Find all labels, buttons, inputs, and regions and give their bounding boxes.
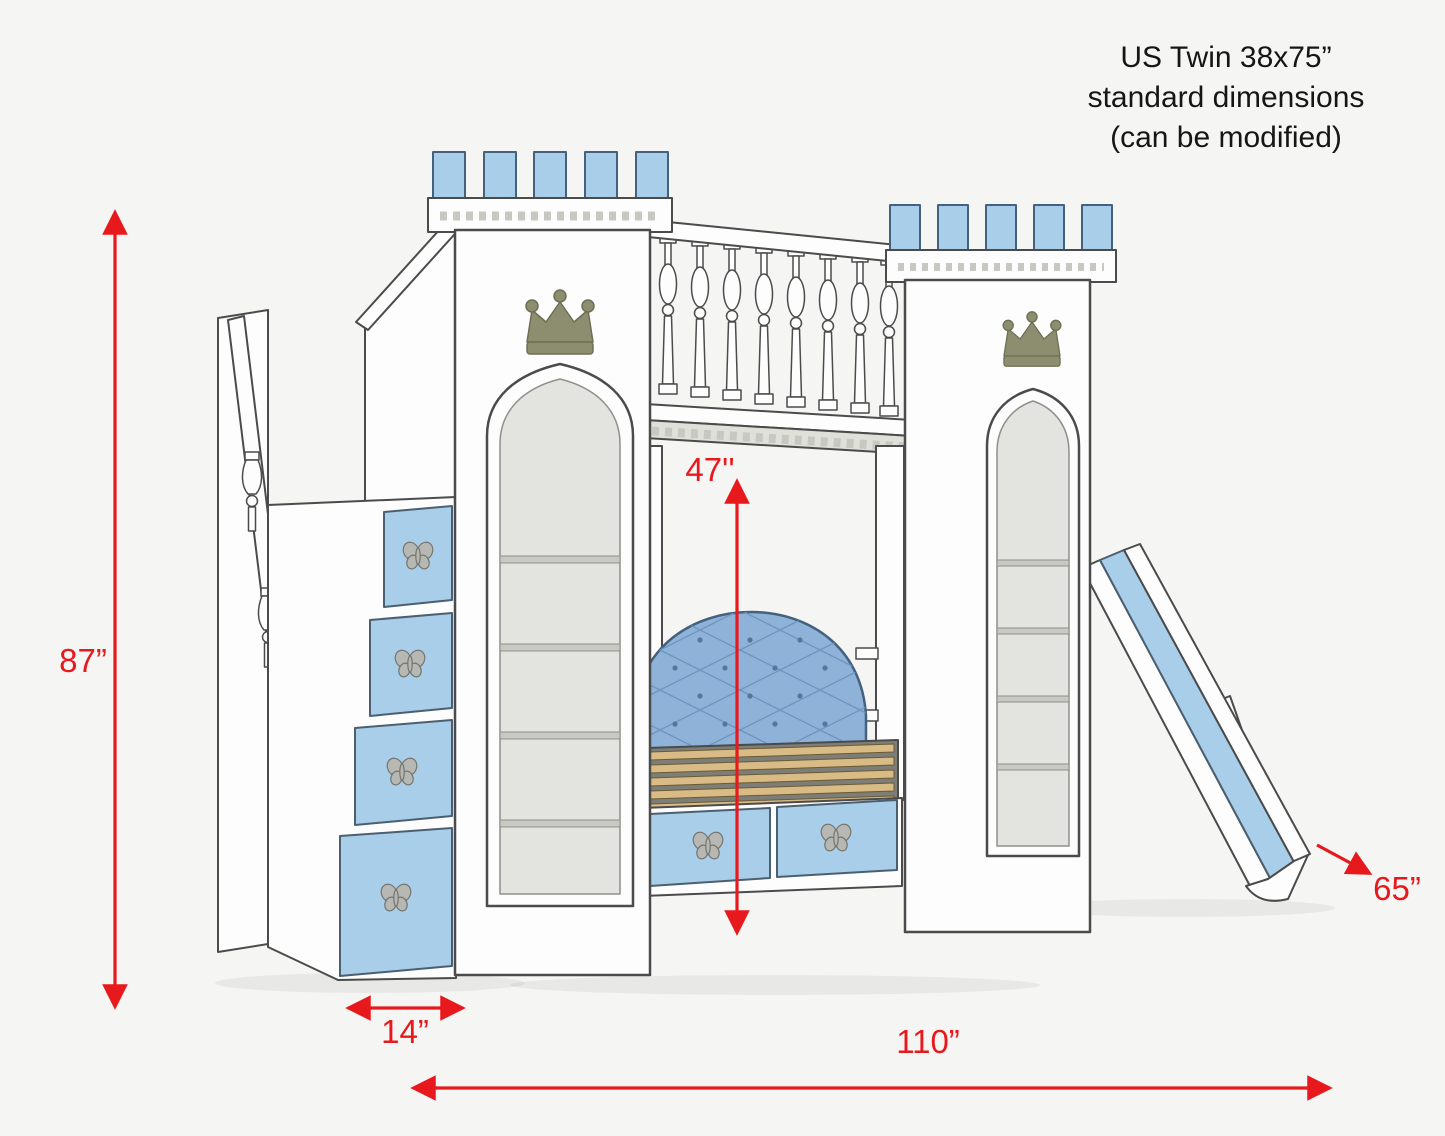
right-tower-battlements xyxy=(889,204,1113,253)
headboard xyxy=(632,610,868,752)
right-tower-window-mullions xyxy=(996,559,1070,771)
slide-foot xyxy=(1245,854,1309,902)
slide-surface xyxy=(1099,549,1295,879)
stairs-upper-side-wall xyxy=(364,215,457,509)
dim-depth-label: 65” xyxy=(1373,870,1421,907)
dim-clearance-label: 47'' xyxy=(685,451,734,488)
dim-length-label: 110” xyxy=(896,1023,960,1060)
right-tower xyxy=(885,204,1117,934)
railing-top-rail xyxy=(647,219,909,264)
baluster-icon xyxy=(786,246,806,408)
dimension-labels: 87” 14” 110” 65” 47'' xyxy=(59,451,1421,1060)
left-tower-window-mullions xyxy=(499,555,621,828)
baluster-icon xyxy=(722,239,742,401)
upper-bunk-railing xyxy=(644,219,913,455)
dim-stair-depth-label: 14” xyxy=(381,1013,429,1050)
bed-rail-bracket xyxy=(855,647,879,660)
baluster-icon xyxy=(690,236,710,398)
dim-height-label: 87” xyxy=(59,642,107,679)
left-tower-battlements xyxy=(432,151,669,203)
dim-depth-arrow xyxy=(1316,843,1373,875)
slide-rail-far xyxy=(1123,543,1311,863)
baluster-icon xyxy=(754,243,774,405)
note-block: US Twin 38x75” standard dimensions (can … xyxy=(1040,38,1412,158)
baluster-icon xyxy=(818,249,838,411)
slide xyxy=(1081,543,1311,902)
staircase xyxy=(217,215,463,981)
note-line-2: standard dimensions xyxy=(1087,81,1365,114)
baluster-icon xyxy=(658,233,678,395)
left-tower-window-glass xyxy=(499,378,621,895)
left-tower xyxy=(427,151,673,977)
castle-bed-illustration xyxy=(217,151,1311,981)
note-line-1: US Twin 38x75” xyxy=(1120,41,1332,74)
lower-bunk xyxy=(632,445,905,897)
baluster-icon xyxy=(850,252,870,414)
note-line-3: (can be modified) xyxy=(1110,121,1342,154)
railing-molding-beads xyxy=(651,426,907,452)
right-tower-window-glass xyxy=(996,400,1070,847)
dimension-annotations xyxy=(102,209,1373,1101)
